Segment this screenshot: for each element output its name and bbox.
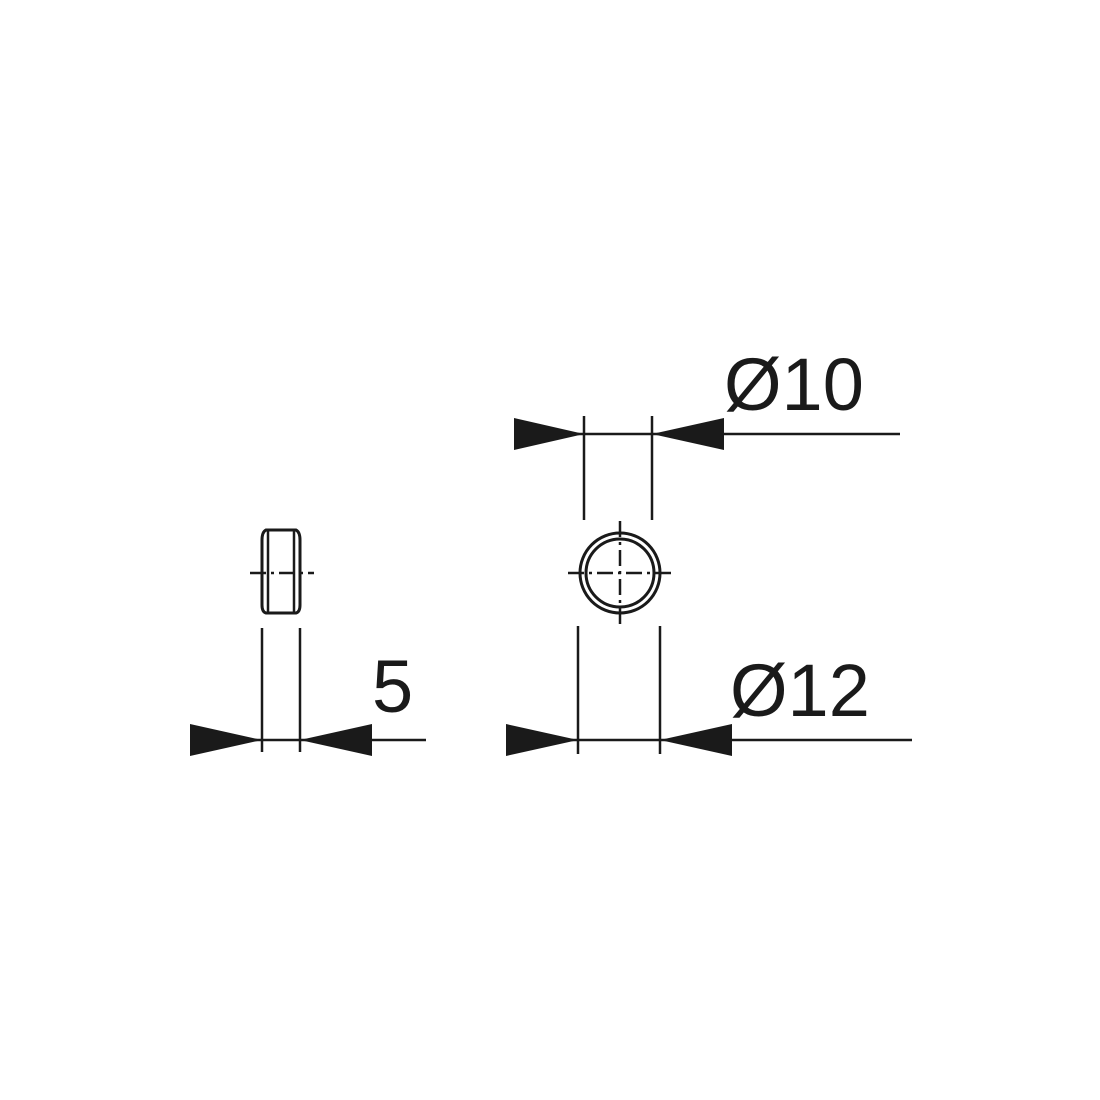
width-arrow-right [300,724,372,756]
outer-diameter-arrow-right [660,724,732,756]
front-view-inner-circle [584,537,656,609]
outer-diameter-arrow-left [506,724,578,756]
inner-diameter-label: Ø10 [724,343,864,426]
width-dimension-label: 5 [372,645,413,728]
outer-diameter-label: Ø12 [730,649,870,732]
width-arrow-left [190,724,262,756]
side-view-outline [260,528,302,615]
front-view: Ø10 Ø12 [506,343,912,756]
inner-diameter-arrow-right [652,418,724,450]
side-view: 5 [190,528,426,756]
inner-diameter-arrow-left [514,418,584,450]
